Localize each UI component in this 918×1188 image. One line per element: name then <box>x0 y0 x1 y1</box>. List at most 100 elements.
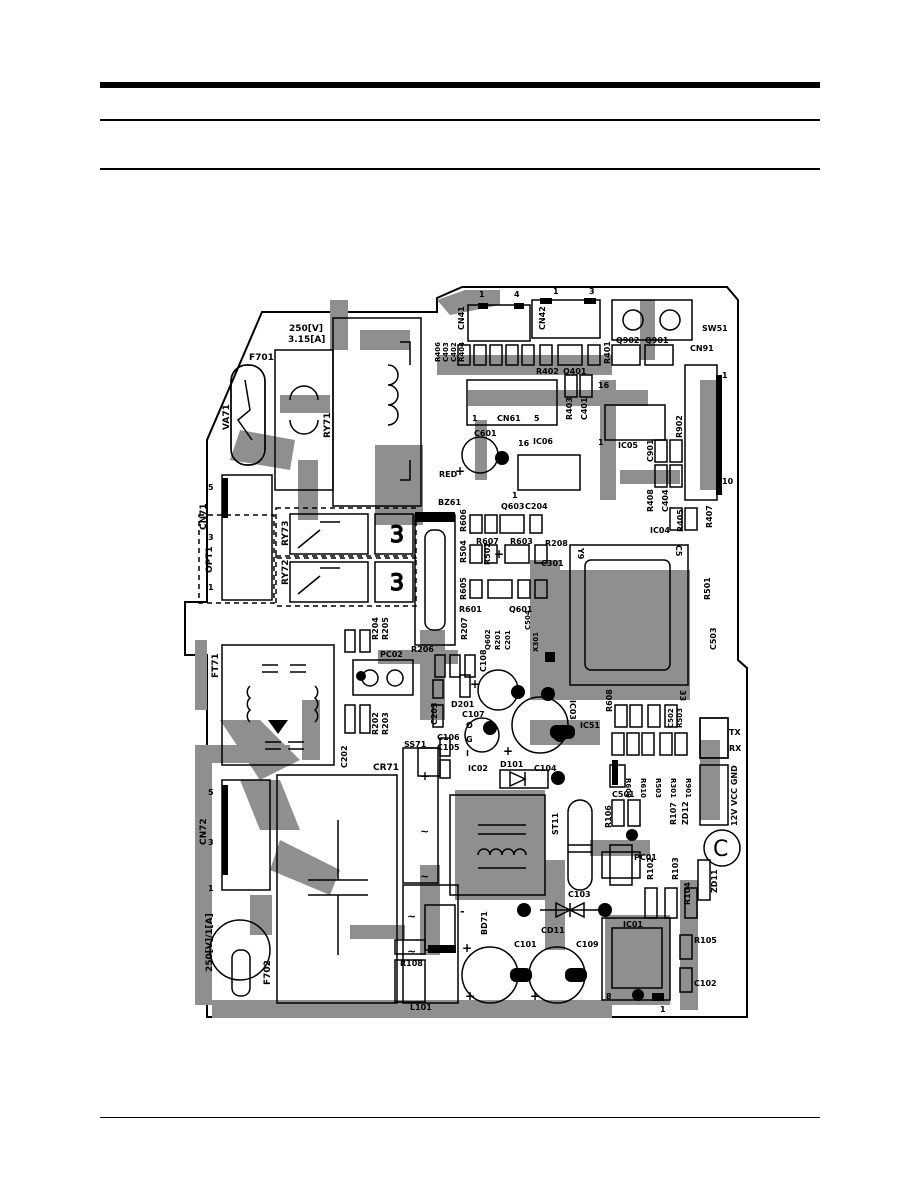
label-r204: R204 <box>371 617 380 640</box>
label-r407: R407 <box>705 505 714 528</box>
pin-ic04-33: 33 <box>678 690 687 701</box>
label-tx: TX <box>729 728 741 737</box>
label-st11: ST11 <box>551 812 560 835</box>
label-ic05: IC05 <box>618 441 638 450</box>
label-c104: C104 <box>534 764 557 773</box>
label-c502: C502 <box>667 708 675 728</box>
label-r208: R208 <box>545 539 568 548</box>
pin-ic02-g: G <box>466 735 473 744</box>
label-c101: C101 <box>514 940 537 949</box>
label-r103: R103 <box>671 857 680 880</box>
label-c202: C202 <box>340 745 349 768</box>
svg-text:~: ~ <box>420 870 429 883</box>
label-r201: R201 <box>494 630 502 650</box>
svg-text:+: + <box>470 677 480 691</box>
label-q401: Q401 <box>563 367 587 376</box>
label-x301: X301 <box>532 632 540 652</box>
pin-ic03-20: 20 <box>546 688 555 700</box>
label-c109: C109 <box>576 940 599 949</box>
label-d201: D201 <box>451 700 475 709</box>
label-c108: C108 <box>479 649 488 672</box>
svg-text:+: + <box>530 989 540 1003</box>
label-q901: Q901 <box>645 336 669 345</box>
svg-text:+: + <box>503 744 513 758</box>
label-c501: C501 <box>612 790 635 799</box>
label-ft71: FT71 <box>211 653 221 678</box>
svg-text:+: + <box>462 941 472 955</box>
pin-cn71-1: 1 <box>208 583 214 592</box>
label-r501: R501 <box>703 577 712 600</box>
pin-cn61-b: 5 <box>534 414 540 423</box>
label-c402: C402 <box>450 342 458 362</box>
label-ry71: RY71 <box>323 413 333 438</box>
label-ic51: IC51 <box>580 721 600 730</box>
label-ic04: IC04 <box>650 526 670 535</box>
label-r406: R406 <box>434 342 442 362</box>
label-c301: C301 <box>541 559 564 568</box>
pin-ic05-16: 16 <box>598 381 610 390</box>
label-r205: R205 <box>381 617 390 640</box>
svg-text:~: ~ <box>407 910 416 923</box>
label-ic01: IC01 <box>623 920 643 929</box>
label-q602: Q602 <box>484 629 492 650</box>
label-cr71: CR71 <box>373 763 399 773</box>
svg-text:3: 3 <box>390 571 404 596</box>
svg-text:+: + <box>465 989 475 1003</box>
label-r206: R206 <box>411 645 434 654</box>
pin-cn91-a: 1 <box>722 371 728 380</box>
header-rule-thick <box>100 82 820 88</box>
label-r607: R607 <box>476 537 499 546</box>
label-c107: C107 <box>462 710 485 719</box>
label-r902: R902 <box>675 415 684 438</box>
label-c504: C504 <box>524 610 532 630</box>
label-q902: Q902 <box>616 336 640 345</box>
label-r608: R608 <box>605 689 614 712</box>
pin-cn41-a: 1 <box>479 290 485 299</box>
label-c204: C204 <box>525 502 548 511</box>
label-rating-f702: 250[V]/1[A] <box>205 913 215 972</box>
label-cn72: CN72 <box>199 818 209 845</box>
pin-cn72-5: 5 <box>208 788 214 797</box>
label-cn41: CN41 <box>457 306 466 330</box>
label-r402: R402 <box>536 367 559 376</box>
label-c106: C106 <box>437 733 460 742</box>
label-r610: R610 <box>639 778 647 798</box>
svg-text:~: ~ <box>420 825 429 838</box>
label-cn71: CN71 <box>199 503 209 530</box>
label-c401: C401 <box>580 397 589 420</box>
label-r504: R504 <box>459 540 468 563</box>
label-r107: R107 <box>669 802 678 825</box>
label-r203: R203 <box>381 712 390 735</box>
svg-text:+: + <box>455 464 465 478</box>
label-pc02: PC02 <box>380 650 403 659</box>
pin-ic01-1: 1 <box>660 1005 666 1014</box>
label-c103: C103 <box>568 890 591 899</box>
svg-text:+: + <box>420 769 430 783</box>
label-ry73: RY73 <box>281 521 291 546</box>
svg-text:3: 3 <box>390 523 404 548</box>
label-zd12: ZD12 <box>681 801 690 825</box>
label-c601: C601 <box>474 429 497 438</box>
label-ry72: RY72 <box>281 560 291 585</box>
label-cn42: CN42 <box>538 306 547 330</box>
svg-text:-: - <box>460 905 465 918</box>
label-pc01: PC01 <box>634 853 657 862</box>
component-outlines: 3 3 <box>198 299 741 1004</box>
label-r609: R609 <box>624 778 632 798</box>
label-c901: C901 <box>646 439 655 462</box>
label-cd11: CD11 <box>541 926 565 935</box>
label-zd11: ZD11 <box>710 869 719 893</box>
label-r104: R104 <box>683 882 692 905</box>
polarity-marks: + + + + + + + + ~ ~ ~ ~ - <box>268 464 540 1003</box>
pin-cn71-3: 3 <box>208 533 214 542</box>
label-conn-pwr: 12V VCC GND <box>730 765 739 826</box>
svg-text:+: + <box>494 547 504 561</box>
label-r404: R404 <box>458 342 466 362</box>
label-y9: Y9 <box>576 547 585 560</box>
label-c201: C201 <box>504 630 512 650</box>
label-r108: R108 <box>400 959 423 968</box>
label-d101: D101 <box>500 760 524 769</box>
label-bd71: BD71 <box>480 911 489 935</box>
pin-ic02-i: I <box>466 749 469 758</box>
